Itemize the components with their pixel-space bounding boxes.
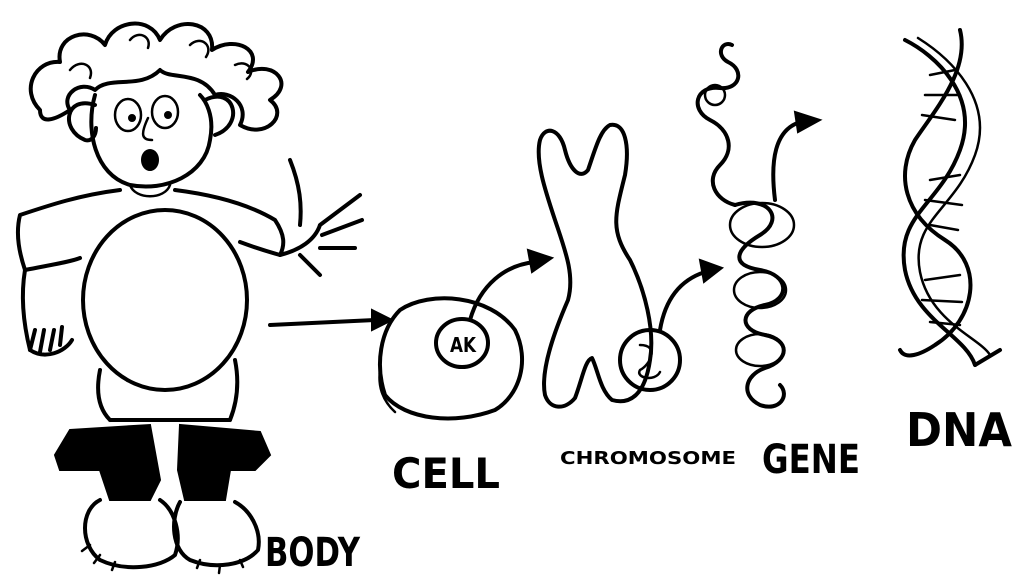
dna-label: DNA [906,403,1012,457]
belly [83,210,247,390]
left-hand [23,270,72,355]
gene-label: GENE [762,437,860,483]
gene-coil [698,44,820,407]
gene-strand-top [698,44,739,205]
body-label: BODY [265,530,361,576]
mouth [142,150,158,170]
right-sock [178,425,270,500]
right-hand [280,160,362,275]
nose [143,118,152,140]
left-sock [55,425,160,500]
chromosome [539,125,680,407]
nucleus-label: AK [450,333,477,357]
dna-base-pairs [922,70,962,325]
right-eye [152,96,178,128]
chromosome-label: CHROMOSOME [560,448,736,469]
body-figure [18,24,362,573]
arrow-cell-to-chromosome [470,250,552,320]
dna-helix [900,30,1000,365]
cell-label: CELL [392,449,500,498]
left-eye [115,99,141,131]
chromosome-outline [539,125,652,407]
arrow-body-to-cell [270,310,392,330]
arrow-chromosome-to-gene [660,260,722,330]
cell [380,298,523,418]
gene-tail [773,122,800,200]
torso [18,190,283,270]
right-foot [174,502,259,565]
cell-membrane [380,298,522,418]
